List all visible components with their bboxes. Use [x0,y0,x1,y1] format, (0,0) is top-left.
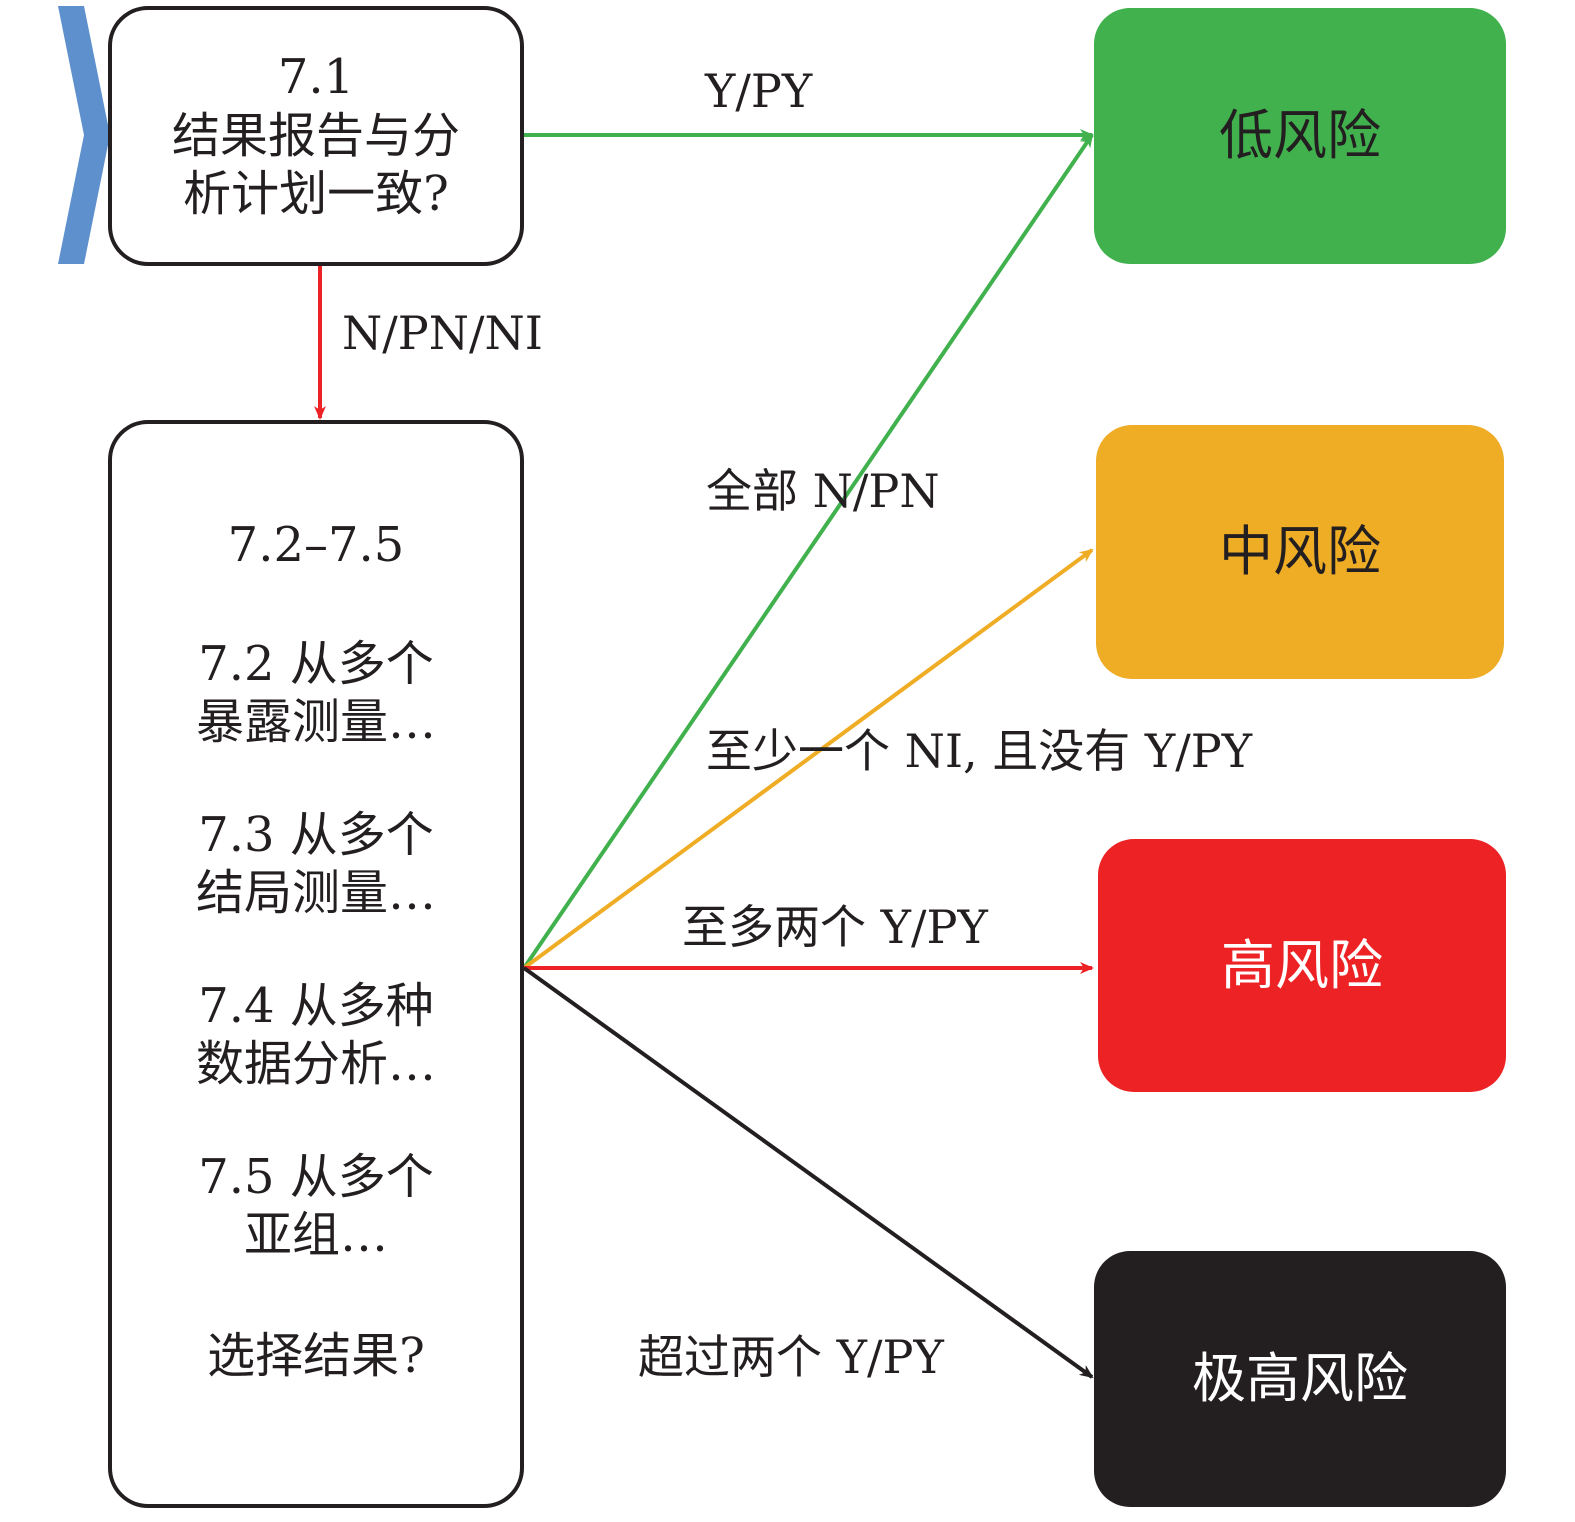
outcome-low-risk: 低风险 [1094,8,1506,264]
decision-7-1-question-line1: 结果报告与分 [171,107,460,164]
sub-question-7-2-line1: 7.2 从多个 [198,635,434,692]
decision-range-label: 7.2–7.5 [227,517,405,573]
edge-label-at-most-two: 至多两个 Y/PY [682,900,988,954]
sub-question-7-4-line2: 数据分析… [195,1036,436,1093]
sub-question-7-4-line1: 7.4 从多种 [198,977,434,1034]
edge-label-n-pn-ni: N/PN/NI [342,306,543,360]
outcome-high-risk: 高风险 [1098,839,1506,1092]
outcome-medium-risk-label: 中风险 [1219,520,1381,584]
outcome-very-high-risk: 极高风险 [1094,1251,1506,1507]
edge-label-y-py: Y/PY [705,64,813,118]
sub-question-7-3-line1: 7.3 从多个 [198,806,434,863]
sub-question-7-2-line2: 暴露测量… [195,694,436,751]
arrow-select-to-low [522,133,1094,970]
sub-question-7-5-line2: 亚组… [243,1207,388,1264]
select-result-question: 选择结果? [207,1327,425,1384]
entry-chevron-icon [58,6,110,264]
sub-question-7-5-line1: 7.5 从多个 [198,1148,434,1205]
arrow-select-to-medium [522,548,1094,970]
arrow-select-to-very-high [522,966,1094,1379]
outcome-low-risk-label: 低风险 [1219,104,1381,168]
decision-7-1-box: 7.1 结果报告与分 析计划一致? [108,6,524,266]
outcome-high-risk-label: 高风险 [1221,933,1383,997]
edge-label-all-n-pn: 全部 N/PN [706,464,940,518]
outcome-very-high-risk-label: 极高风险 [1192,1347,1408,1411]
decision-7-2-to-7-5-box: 7.2–7.5 7.2 从多个 暴露测量… 7.3 从多个 结局测量… 7.4 … [108,420,524,1508]
decision-7-1-question-line2: 析计划一致? [183,166,449,223]
edge-label-more-than-two: 超过两个 Y/PY [638,1330,944,1384]
outcome-medium-risk: 中风险 [1096,425,1504,679]
edge-label-at-least-one-ni: 至少一个 NI, 且没有 Y/PY [706,724,1253,778]
sub-question-7-3-line2: 结局测量… [195,865,436,922]
decision-7-1-number: 7.1 [277,49,355,106]
